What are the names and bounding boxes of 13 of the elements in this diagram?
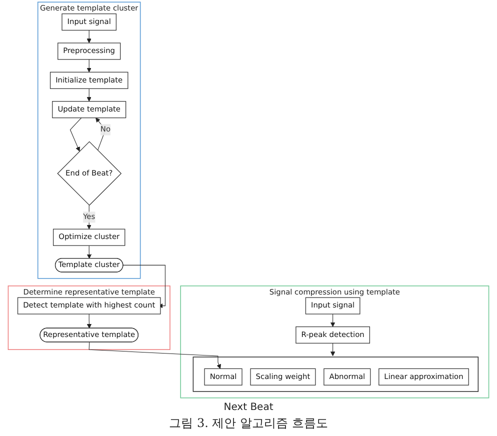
arrow — [86, 88, 92, 102]
arrow — [86, 245, 92, 259]
arrow — [86, 30, 92, 44]
loop-label: Next Beat — [224, 402, 274, 413]
arrow — [86, 59, 92, 72]
arrow — [86, 314, 92, 329]
arrow — [330, 314, 336, 327]
arrow — [88, 342, 222, 369]
arrow — [122, 264, 166, 308]
arrow — [330, 342, 336, 356]
cluster — [192, 356, 479, 392]
caption: 그림 3. 제안 알고리즘 흐름도 — [169, 415, 328, 432]
arrow — [70, 118, 82, 152]
